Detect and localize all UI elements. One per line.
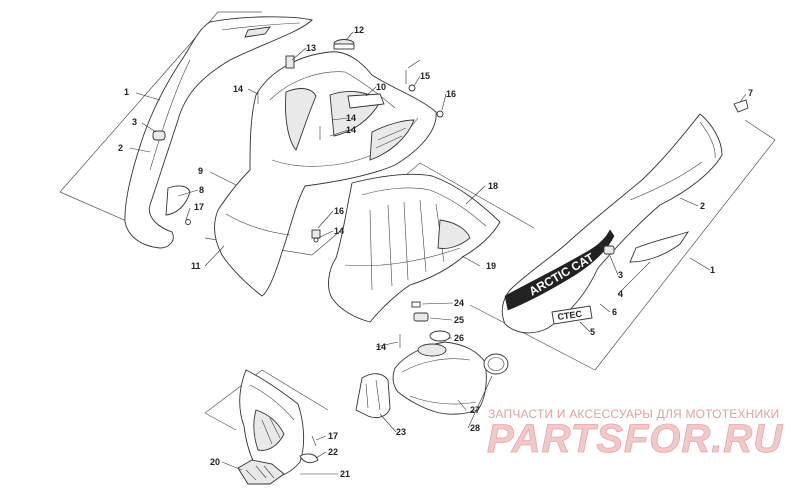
callout-14-hood-center-a: 14 [346,113,356,123]
hood-group [204,39,444,297]
callout-16-top: 16 [446,89,456,99]
callout-19: 19 [486,261,496,271]
right-side-panel [501,113,723,334]
latch [413,312,429,322]
callout-11: 11 [191,261,201,271]
callout-12: 12 [354,25,364,35]
watermark-logo: PARTSFOR.RU [487,417,783,461]
callout-3-left: 3 [132,117,137,127]
duct-seal [355,373,391,419]
callout-20: 20 [210,457,220,467]
model-decal [551,305,593,325]
left-group-frame [59,11,262,193]
grommet [408,84,416,92]
left-rivet [185,219,191,225]
callout-18: 18 [488,181,498,191]
grommet-b [436,110,444,118]
callout-8: 8 [199,185,204,195]
left-lens-piece [165,185,191,216]
air-intake-box [328,173,501,323]
callout-2-left: 2 [118,143,123,153]
airbox-group [311,162,535,348]
callout-7: 7 [748,88,753,98]
callout-28: 28 [470,423,480,433]
callout-6: 6 [612,307,617,317]
nose-badge [299,453,319,464]
nose-group [204,369,329,485]
model-decal-text: CTEC [557,309,583,322]
watermark-tagline: ЗАПЧАСТИ И АКСЕССУАРЫ ДЛЯ МОТОТЕХНИКИ [488,407,779,421]
callout-27: 27 [470,405,480,415]
hood [214,51,437,297]
callout-14-hood-left: 14 [233,84,243,94]
callout-17-nose: 17 [328,431,338,441]
callout-10: 10 [376,82,386,92]
callout-23: 23 [396,427,406,437]
callout-4: 4 [618,289,623,299]
right-side-panel-group: ARCTIC CAT CTEC [469,99,776,371]
hood-insert [311,229,321,239]
callout-16-lower: 16 [334,206,344,216]
callout-26: 26 [454,333,464,343]
callout-15: 15 [420,71,430,81]
panel-stripe [504,229,615,311]
left-side-panel-group [59,11,313,249]
leader-lines [129,31,747,475]
callout-2-right: 2 [700,201,705,211]
right-group-frame [594,119,776,371]
intake-duct [392,341,487,415]
hose-clamp [483,353,509,375]
callout-13: 13 [306,43,316,53]
callout-22: 22 [328,447,338,457]
callout-14-airbox: 14 [376,342,386,352]
callout-24: 24 [454,298,464,308]
callout-9: 9 [198,166,203,176]
hood-vent-trim [347,93,385,109]
callout-14-hood-center-b: 14 [346,125,356,135]
duct-boot [429,330,451,342]
watermark: ЗАПЧАСТИ И АКСЕССУАРЫ ДЛЯ МОТОТЕХНИКИ PA… [487,407,783,461]
nose-frame [204,369,329,414]
callout-25: 25 [454,315,464,325]
panel-clip [733,99,749,113]
callout-1-right: 1 [710,265,715,275]
callout-labels: 1 2 3 8 17 9 11 14 13 12 10 14 14 15 16 … [118,25,753,479]
callout-1-left: 1 [124,87,129,97]
callout-3-right: 3 [618,270,623,280]
hood-clip [285,55,295,69]
latch-clip [411,301,421,308]
left-small-pad [152,130,166,141]
intake-duct-group [355,330,509,419]
right-lens-piece [629,231,690,263]
callout-14-lower: 14 [334,226,344,236]
callout-5: 5 [590,327,595,337]
callout-17-left: 17 [194,202,204,212]
right-small-pad [603,245,615,255]
callout-21: 21 [340,469,350,479]
